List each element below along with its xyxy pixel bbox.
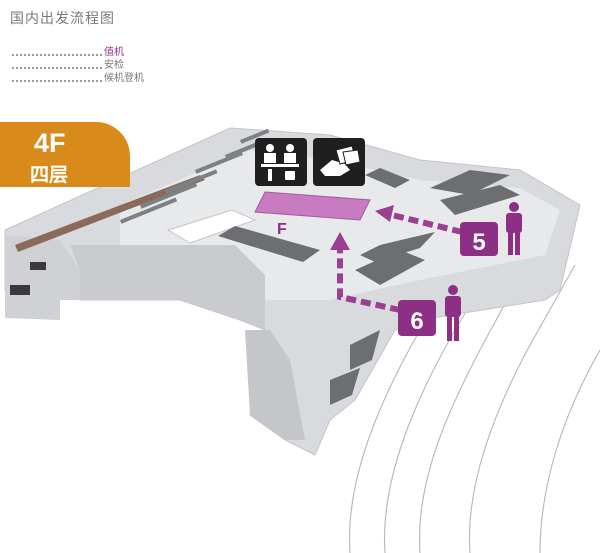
check-in-counter-icon xyxy=(255,138,307,186)
person-head xyxy=(448,285,458,295)
seating-rows xyxy=(120,128,270,224)
legend-label: 值机 xyxy=(104,47,124,58)
person-head xyxy=(266,144,274,152)
ticket-shape xyxy=(342,149,361,166)
route-arrowhead xyxy=(375,205,394,222)
seat-row xyxy=(120,197,178,224)
legend-dotted-leader xyxy=(12,67,102,69)
person-leg xyxy=(454,317,459,341)
route-arrow-5 xyxy=(391,212,463,235)
floor-badge: 4F 四层 xyxy=(0,122,130,187)
floor-section xyxy=(245,330,305,440)
legend-dotted-leader xyxy=(12,80,102,82)
checkin-counter-island xyxy=(350,330,380,370)
legend-label: 安检 xyxy=(104,60,124,71)
seat-row xyxy=(225,140,264,159)
icon-tile xyxy=(255,138,307,186)
counter-leg xyxy=(268,169,272,181)
route-line xyxy=(391,212,463,235)
luggage xyxy=(285,171,295,180)
checkin-counter-island xyxy=(430,170,510,195)
person-icon xyxy=(445,285,461,341)
person-head xyxy=(286,144,294,152)
person-icon xyxy=(506,202,522,255)
entrance-badge xyxy=(398,300,436,336)
checkin-counter-island xyxy=(440,185,520,215)
person-leg xyxy=(515,233,520,255)
floor-detail xyxy=(30,262,46,270)
floor-name: 四层 xyxy=(30,164,69,186)
checkin-zone-letter: F xyxy=(277,221,287,238)
ticket-handover-icon xyxy=(313,138,365,186)
checkin-zone-f xyxy=(254,191,371,221)
legend-item-security: 安检 xyxy=(12,59,144,72)
seat-row xyxy=(140,182,198,209)
floor-section xyxy=(70,245,265,330)
person-body xyxy=(264,153,276,163)
checkin-counter-island xyxy=(355,250,425,285)
legend-item-checkin: 值机 xyxy=(12,46,144,59)
person-head xyxy=(509,202,519,212)
legend-dotted-leader xyxy=(12,54,102,56)
page-title: 国内出发流程图 xyxy=(10,11,115,27)
floor-section xyxy=(5,295,60,320)
person-leg xyxy=(447,317,452,341)
person-body xyxy=(506,213,522,233)
entrance-number: 5 xyxy=(472,229,485,256)
floor-number: 4F xyxy=(34,128,66,158)
route-line xyxy=(337,248,401,313)
entrance-5-marker: 5 xyxy=(460,202,522,256)
checkin-counter-island xyxy=(360,232,435,262)
legend-item-boarding: 候机登机 xyxy=(12,72,144,85)
seat-row xyxy=(239,128,270,144)
road-line xyxy=(383,254,501,553)
checkin-counter-island xyxy=(330,368,360,405)
wall-strip xyxy=(15,175,205,252)
info-counter xyxy=(166,209,257,244)
person-leg xyxy=(508,233,513,255)
entrance-number: 6 xyxy=(410,308,423,335)
checkin-counter-island xyxy=(365,168,410,188)
seat-row xyxy=(165,169,218,194)
legend-label: 候机登机 xyxy=(104,73,144,84)
road-line xyxy=(418,257,531,553)
floor-detail xyxy=(10,285,30,295)
checkin-counter-island xyxy=(218,226,320,262)
road-line xyxy=(539,349,600,553)
road-line xyxy=(348,249,471,553)
route-arrowhead xyxy=(330,232,350,250)
person-body xyxy=(445,296,461,317)
route-arrow-6 xyxy=(337,248,401,313)
person-body xyxy=(284,153,296,163)
entrance-badge xyxy=(460,222,498,256)
process-legend: 值机 安检 候机登机 xyxy=(12,46,144,85)
entrance-6-marker: 6 xyxy=(398,285,461,341)
counter-top xyxy=(261,164,299,167)
hand-shape xyxy=(320,160,350,176)
road-line xyxy=(468,264,576,553)
